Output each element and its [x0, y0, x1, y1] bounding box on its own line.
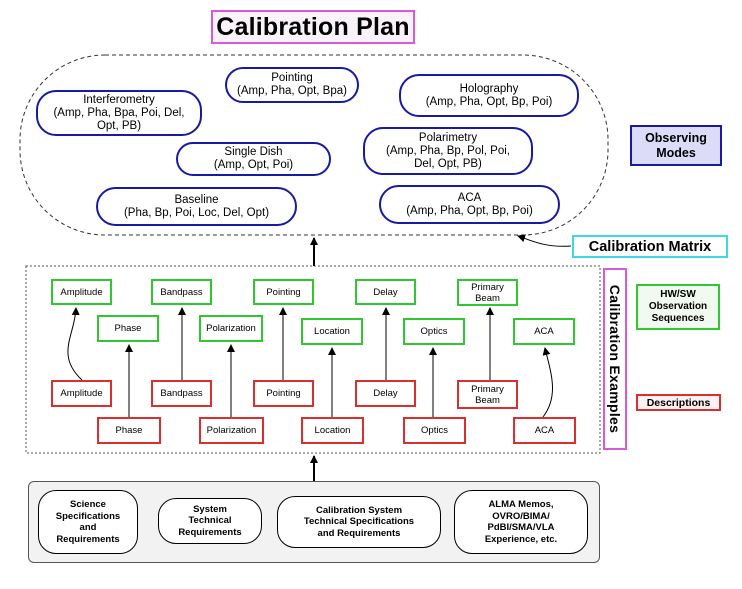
req-line: System	[193, 503, 227, 515]
calibration-examples-region	[25, 265, 601, 454]
red-box-bandpass: Bandpass	[151, 380, 212, 407]
req-line: PdBI/SMA/VLA	[487, 522, 555, 533]
observing-modes-region	[19, 54, 609, 236]
label-line: Modes	[656, 145, 696, 160]
req-line: and Requirements	[317, 527, 401, 539]
mode-params: (Amp, Pha, Bp, Pol, Poi,	[385, 144, 510, 157]
calibration-matrix-pointer	[517, 234, 572, 247]
req-alma-memos: ALMA Memos, OVRO/BIMA/ PdBI/SMA/VLA Expe…	[454, 490, 588, 554]
mode-name: Pointing	[271, 72, 313, 84]
green-box-bandpass: Bandpass	[151, 279, 212, 305]
label-text: Calibration Examples	[607, 284, 623, 434]
red-box-phase: Phase	[97, 417, 161, 444]
mode-name: Single Dish	[224, 146, 283, 158]
req-line: Technical Specifications	[303, 516, 415, 528]
green-box-delay: Delay	[355, 279, 416, 305]
red-box-primary-beam: Primary Beam	[457, 380, 518, 409]
mode-params: (Amp, Pha, Bpa, Poi, Del,	[53, 106, 185, 119]
green-box-primary-beam: Primary Beam	[457, 279, 518, 306]
mode-interferometry: Interferometry (Amp, Pha, Bpa, Poi, Del,…	[36, 90, 202, 136]
mode-params: (Amp, Opt, Poi)	[213, 159, 294, 171]
mode-pointing: Pointing (Amp, Pha, Opt, Bpa)	[225, 67, 359, 103]
mode-polarimetry: Polarimetry (Amp, Pha, Bp, Pol, Poi, Del…	[363, 127, 533, 175]
mode-single-dish: Single Dish (Amp, Opt, Poi)	[176, 142, 331, 176]
red-box-amplitude: Amplitude	[51, 380, 112, 407]
green-box-location: Location	[301, 318, 363, 345]
green-box-pointing: Pointing	[253, 279, 314, 305]
arrow-aca	[542, 347, 553, 418]
req-line: Specifications	[55, 510, 121, 522]
mode-name: Interferometry	[83, 93, 155, 106]
descriptions-label: Descriptions	[636, 394, 721, 411]
green-box-aca: ACA	[513, 318, 575, 345]
mode-params: (Amp, Pha, Opt, Bpa)	[237, 85, 347, 97]
red-box-optics: Optics	[403, 417, 466, 444]
mode-params: Opt, PB)	[96, 119, 142, 132]
mode-name: Polarimetry	[418, 131, 478, 144]
req-system: System Technical Requirements	[158, 498, 262, 544]
req-line: Science	[70, 499, 106, 510]
mode-params: (Amp, Pha, Opt, Bp, Poi)	[406, 204, 533, 217]
label-line: Observing	[645, 130, 707, 145]
box-line: Primary	[471, 383, 504, 395]
mode-baseline: Baseline (Pha, Bp, Poi, Loc, Del, Opt)	[96, 187, 297, 226]
red-box-polarization: Polarization	[199, 417, 264, 444]
page-title: Calibration Plan	[211, 10, 415, 44]
mode-name: Holography	[459, 82, 519, 95]
box-line: Beam	[475, 394, 500, 406]
red-box-aca: ACA	[513, 417, 576, 444]
green-box-polarization: Polarization	[199, 315, 263, 342]
req-line: Technical	[188, 515, 232, 527]
mode-name: ACA	[457, 191, 482, 204]
observing-modes-label: Observing Modes	[630, 125, 722, 166]
calibration-examples-label: Calibration Examples	[603, 268, 627, 450]
mode-holography: Holography (Amp, Pha, Opt, Bp, Poi)	[399, 74, 579, 117]
mode-aca: ACA (Amp, Pha, Opt, Bp, Poi)	[379, 185, 560, 224]
calibration-matrix-label: Calibration Matrix	[572, 235, 728, 258]
req-line: Experience, etc.	[484, 533, 558, 545]
box-line: Beam	[475, 292, 500, 304]
label-line: Observation	[648, 301, 708, 312]
req-line: and	[79, 522, 97, 533]
req-line: ALMA Memos,	[488, 499, 554, 510]
mode-params: Del, Opt, PB)	[414, 157, 482, 170]
red-box-delay: Delay	[355, 380, 416, 407]
req-calibration-system: Calibration System Technical Specificati…	[277, 496, 441, 548]
mode-params: (Pha, Bp, Poi, Loc, Del, Opt)	[123, 206, 270, 219]
hwsw-sequences-label: HW/SW Observation Sequences	[636, 284, 720, 330]
mode-params: (Amp, Pha, Opt, Bp, Poi)	[425, 95, 553, 108]
mode-name: Baseline	[174, 193, 219, 206]
req-line: Requirements	[56, 533, 120, 545]
label-line: HW/SW	[660, 289, 696, 300]
red-box-pointing: Pointing	[253, 380, 314, 407]
red-box-location: Location	[301, 417, 364, 444]
req-line: Requirements	[178, 526, 242, 538]
label-line: Sequences	[651, 313, 705, 324]
box-line: Primary	[471, 281, 504, 293]
green-box-amplitude: Amplitude	[51, 279, 112, 305]
req-line: Calibration System	[315, 504, 403, 516]
arrow-amplitude	[67, 307, 83, 381]
green-box-optics: Optics	[403, 318, 465, 345]
req-science: Science Specifications and Requirements	[38, 490, 138, 554]
req-line: OVRO/BIMA/	[492, 510, 550, 522]
green-box-phase: Phase	[97, 315, 159, 342]
